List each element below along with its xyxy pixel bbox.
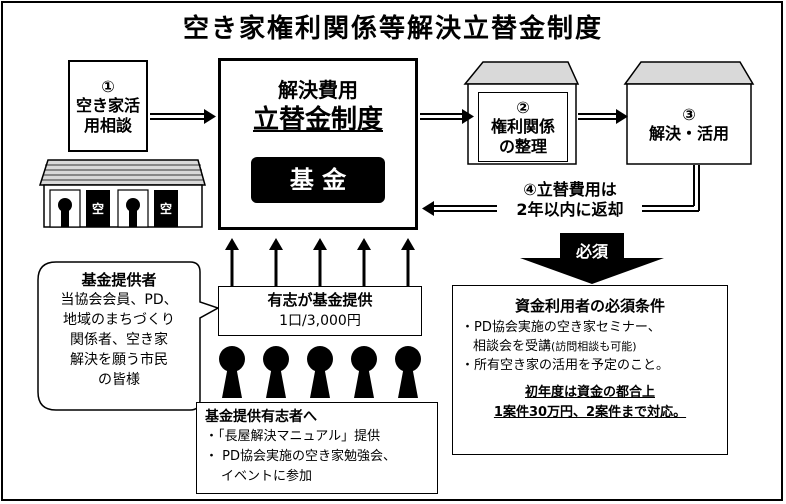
donor-person-icon (263, 346, 289, 398)
providers-line-3: 関係者、空き家 (70, 332, 168, 348)
mandatory-arrow (520, 233, 664, 284)
condition-1-line2: 相談会を受講(訪問相談も可能) (461, 337, 719, 356)
house-icon-step3 (623, 61, 755, 165)
condition-2: ・所有空き家の活用を予定のこと。 (461, 358, 670, 373)
condition-1-note: (訪問相談も可能) (551, 340, 637, 353)
vacant-label-1: 空 (91, 202, 104, 216)
center-fund-box: 解決費用 立替金制度 基 金 (218, 58, 418, 230)
donor-person-icon (307, 346, 333, 398)
step1-label-line1: 空き家活 (75, 96, 140, 115)
arrow-step1-to-center (150, 109, 216, 124)
center-label-line2: 立替金制度 (252, 105, 383, 135)
donor-person-icon (351, 346, 377, 398)
step1-number: ① (101, 77, 115, 96)
donor-person-icon (395, 346, 421, 398)
arrow-return-to-center (422, 165, 700, 216)
step2-box: ② 権利関係 の整理 (478, 92, 568, 162)
mandatory-label: 必須 (575, 242, 608, 261)
donor-benefit-1: ・「長屋解決マニュアル」提供 (205, 429, 381, 444)
step3-text: ③ 解決・活用 (628, 106, 750, 144)
fund-badge: 基 金 (251, 157, 385, 203)
step2-number: ② (516, 98, 530, 117)
conditions-box: 資金利用者の必須条件 ・PD協会実施の空き家セミナー、 相談会を受講(訪問相談も… (452, 285, 728, 455)
conditions-note-line2: 1案件30万円、2案件まで対応。 (493, 405, 687, 420)
providers-line-4: 解決を願う市民 (70, 352, 168, 368)
conditions-heading: 資金利用者の必須条件 (514, 297, 665, 315)
step3-number: ③ (682, 105, 696, 124)
providers-bubble-shape (37, 261, 220, 411)
arrows-donation-to-center (225, 238, 415, 286)
step3-label: 解決・活用 (648, 124, 729, 143)
conditions-note-line1: 初年度は資金の都合上 (524, 385, 655, 400)
donor-benefits-heading: 基金提供有志者へ (205, 409, 317, 425)
row-house-icon (38, 159, 206, 228)
condition-1-text: 相談会を受講 (473, 339, 552, 354)
step1-label-line2: 用相談 (83, 116, 132, 135)
donation-line1: 有志が基金提供 (267, 291, 373, 309)
arrow-center-to-step2 (420, 109, 474, 124)
condition-1-line1: ・PD協会実施の空き家セミナー、 (461, 320, 661, 335)
donor-person-icon (219, 346, 245, 398)
step1-box: ① 空き家活 用相談 (68, 60, 148, 152)
donation-line2: 1口/3,000円 (279, 313, 361, 329)
arrow-step2-to-step3 (578, 109, 628, 124)
providers-bubble: 基金提供者 当協会会員、PD、 地域のまちづくり 関係者、空き家 解決を願う市民… (40, 270, 198, 390)
step2-label-line1: 権利関係 (490, 117, 555, 136)
step4-line2: 2年以内に返却 (516, 200, 624, 219)
providers-line-1: 当協会会員、PD、 (60, 292, 178, 308)
donor-benefits-box: 基金提供有志者へ ・「長屋解決マニュアル」提供 ・ PD協会実施の空き家勉強会、… (196, 402, 438, 494)
center-label-line1: 解決費用 (278, 78, 358, 102)
providers-line-2: 地域のまちづくり (63, 312, 175, 328)
providers-line-5: の皆様 (98, 372, 140, 388)
donation-box: 有志が基金提供 1口/3,000円 (218, 286, 422, 336)
donor-benefit-2: ・ PD協会実施の空き家勉強会、 (205, 449, 396, 464)
step4-line1: ④立替費用は (523, 180, 617, 199)
donor-benefit-3: イベントに参加 (221, 469, 313, 484)
vacant-label-2: 空 (159, 202, 172, 216)
step2-label-line2: の整理 (498, 137, 547, 156)
step4-text: ④立替費用は 2年以内に返却 (498, 180, 642, 220)
diagram-title: 空き家権利関係等解決立替金制度 (182, 14, 603, 44)
providers-heading: 基金提供者 (81, 271, 157, 289)
